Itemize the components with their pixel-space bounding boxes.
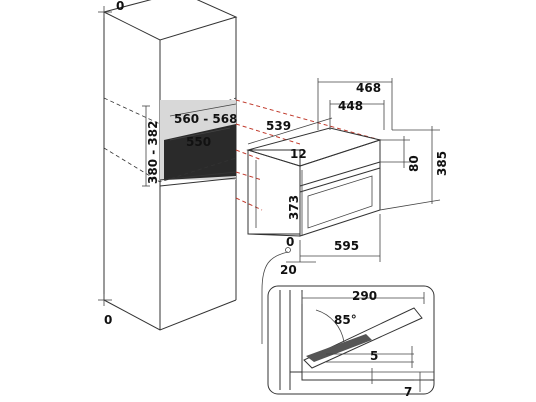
label-panel-height: 80: [407, 155, 421, 172]
label-front-height: 373: [287, 195, 301, 220]
label-niche-width: 560 - 568: [174, 112, 237, 126]
label-bottom-gap: 7: [404, 385, 412, 399]
label-width-inner: 448: [338, 99, 363, 113]
label-zero-point: 0: [286, 235, 294, 249]
detail-marker: [285, 247, 291, 253]
label-top-gap: 12: [290, 147, 307, 161]
label-front-width: 595: [334, 239, 359, 253]
oven-dimensions: 468 448 539 12 373 80 385 0 595 20: [247, 78, 449, 277]
label-total-height: 385: [435, 151, 449, 176]
oven: [246, 127, 382, 237]
tall-cabinet: [103, 0, 238, 331]
label-door-depth: 290: [352, 289, 377, 303]
label-bottom-zero: 0: [104, 313, 112, 327]
label-niche-height: 380 - 382: [146, 121, 160, 184]
label-width-outer: 468: [356, 81, 381, 95]
label-hinge-gap: 5: [370, 349, 378, 363]
detail-leader: [261, 251, 289, 344]
label-top-zero: 0: [116, 0, 124, 13]
detail-inset: 290 85° 5 7: [267, 285, 435, 399]
label-door-angle: 85°: [334, 313, 357, 327]
left-dimensions: 0 0 380 - 382 560 - 568 550: [98, 0, 237, 327]
label-depth-total: 539: [266, 119, 291, 133]
label-niche-depth: 550: [186, 135, 211, 149]
projection-lines: [235, 99, 381, 211]
label-side-gap: 20: [280, 263, 297, 277]
